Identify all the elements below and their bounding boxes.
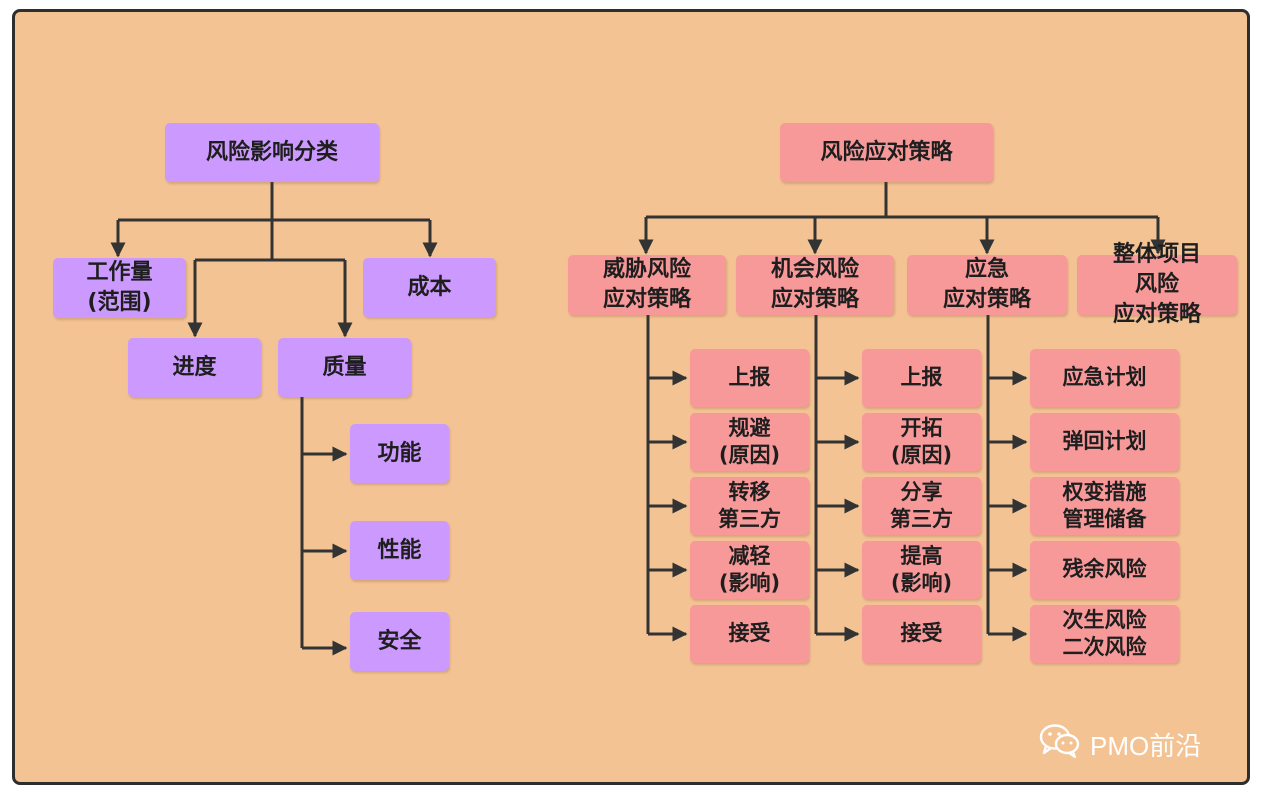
contingency-item: 弹回计划 [1030, 413, 1179, 471]
contingency-item: 残余风险 [1030, 541, 1179, 599]
node-quality: 质量 [278, 338, 411, 397]
node-performance: 性能 [350, 521, 449, 580]
opportunity-item: 接受 [862, 605, 981, 663]
wechat-icon [1038, 722, 1082, 767]
threat-item: 接受 [690, 605, 809, 663]
opportunity-item: 开拓 (原因) [862, 413, 981, 471]
threat-item: 规避 (原因) [690, 413, 809, 471]
watermark-text: PMO前沿 [1090, 731, 1202, 761]
node-cost: 成本 [363, 258, 496, 317]
category-opportunity: 机会风险 应对策略 [736, 255, 894, 315]
node-workload: 工作量 (范围) [53, 258, 186, 318]
category-contingency: 应急 应对策略 [907, 255, 1067, 315]
node-safety: 安全 [350, 612, 449, 671]
threat-item: 上报 [690, 349, 809, 407]
threat-item: 减轻 (影响) [690, 541, 809, 599]
contingency-item: 次生风险 二次风险 [1030, 605, 1179, 663]
category-threat: 威胁风险 应对策略 [568, 255, 726, 315]
opportunity-item: 分享 第三方 [862, 477, 981, 535]
risk-response-root: 风险应对策略 [780, 123, 993, 182]
risk-impact-root: 风险影响分类 [165, 123, 379, 182]
watermark: PMO前沿 [1038, 722, 1201, 767]
node-schedule: 进度 [128, 338, 261, 397]
contingency-item: 应急计划 [1030, 349, 1179, 407]
contingency-item: 权变措施 管理储备 [1030, 477, 1179, 535]
opportunity-item: 提高 (影响) [862, 541, 981, 599]
node-function: 功能 [350, 424, 449, 483]
threat-item: 转移 第三方 [690, 477, 809, 535]
category-overall: 整体项目 风险 应对策略 [1077, 242, 1237, 327]
opportunity-item: 上报 [862, 349, 981, 407]
